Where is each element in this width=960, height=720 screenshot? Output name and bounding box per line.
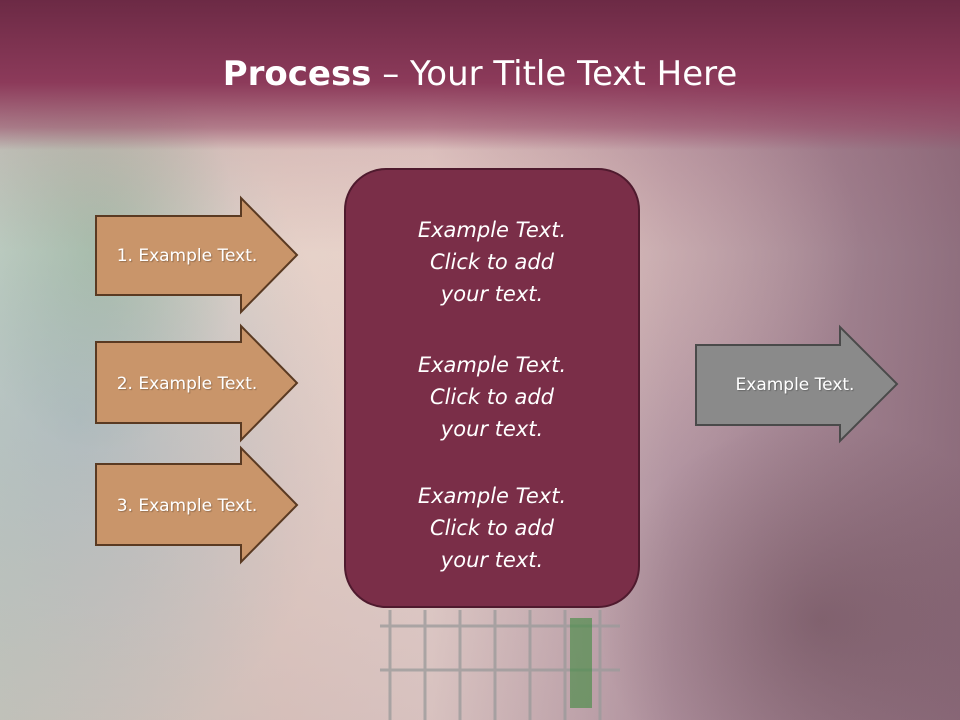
shopping-cart-graphic bbox=[380, 610, 620, 720]
input-arrow-3[interactable]: 3. Example Text. bbox=[95, 445, 299, 565]
input-arrow-2[interactable]: 2. Example Text. bbox=[95, 323, 299, 443]
input-arrow-label: 2. Example Text. bbox=[116, 373, 258, 394]
arrow-shape-icon bbox=[95, 323, 299, 443]
arrow-shape-icon bbox=[95, 445, 299, 565]
center-process-box[interactable]: Example Text. Click to add your text. Ex… bbox=[344, 168, 640, 608]
center-text-line: Example Text. bbox=[417, 484, 567, 508]
output-arrow-label: Example Text. bbox=[735, 374, 855, 395]
slide-title[interactable]: Process – Your Title Text Here bbox=[0, 52, 960, 96]
input-arrow-label: 1. Example Text. bbox=[116, 245, 258, 266]
center-text-block-1[interactable]: Example Text. Click to add your text. bbox=[346, 214, 638, 310]
center-text-line: Click to add bbox=[429, 250, 554, 274]
center-text-block-3[interactable]: Example Text. Click to add your text. bbox=[346, 480, 638, 576]
input-arrow-1[interactable]: 1. Example Text. bbox=[95, 195, 299, 315]
center-text-line: your text. bbox=[440, 282, 544, 306]
center-text-block-2[interactable]: Example Text. Click to add your text. bbox=[346, 349, 638, 445]
arrow-shape-icon bbox=[95, 195, 299, 315]
center-text-line: Click to add bbox=[429, 516, 554, 540]
title-bar bbox=[0, 0, 960, 150]
center-text-line: Example Text. bbox=[417, 353, 567, 377]
center-text-line: your text. bbox=[440, 417, 544, 441]
arrow-shape-icon bbox=[695, 324, 899, 444]
output-arrow[interactable]: Example Text. bbox=[695, 324, 899, 444]
center-text-line: Click to add bbox=[429, 385, 554, 409]
center-text-line: Example Text. bbox=[417, 218, 567, 242]
title-bold: Process bbox=[222, 54, 372, 94]
title-rest: – Your Title Text Here bbox=[371, 54, 738, 94]
input-arrow-label: 3. Example Text. bbox=[116, 495, 258, 516]
center-text-line: your text. bbox=[440, 548, 544, 572]
